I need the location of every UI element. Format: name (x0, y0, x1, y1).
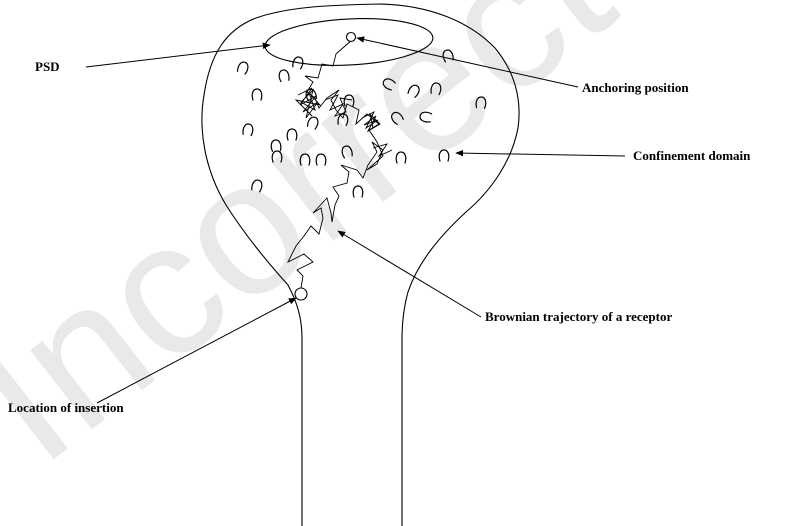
psd-arrow (86, 45, 270, 67)
brownian-arrow (338, 231, 481, 317)
watermark-text: Incorrect (0, 0, 648, 502)
label-psd: PSD (35, 59, 60, 74)
watermark: Incorrect (0, 0, 648, 502)
confinement-domain-icon (237, 61, 250, 75)
label-anchoring-position: Anchoring position (582, 80, 689, 95)
label-brownian-trajectory: Brownian trajectory of a receptor (485, 309, 672, 324)
label-location-of-insertion: Location of insertion (8, 400, 124, 415)
label-confinement-domain: Confinement domain (633, 148, 751, 163)
